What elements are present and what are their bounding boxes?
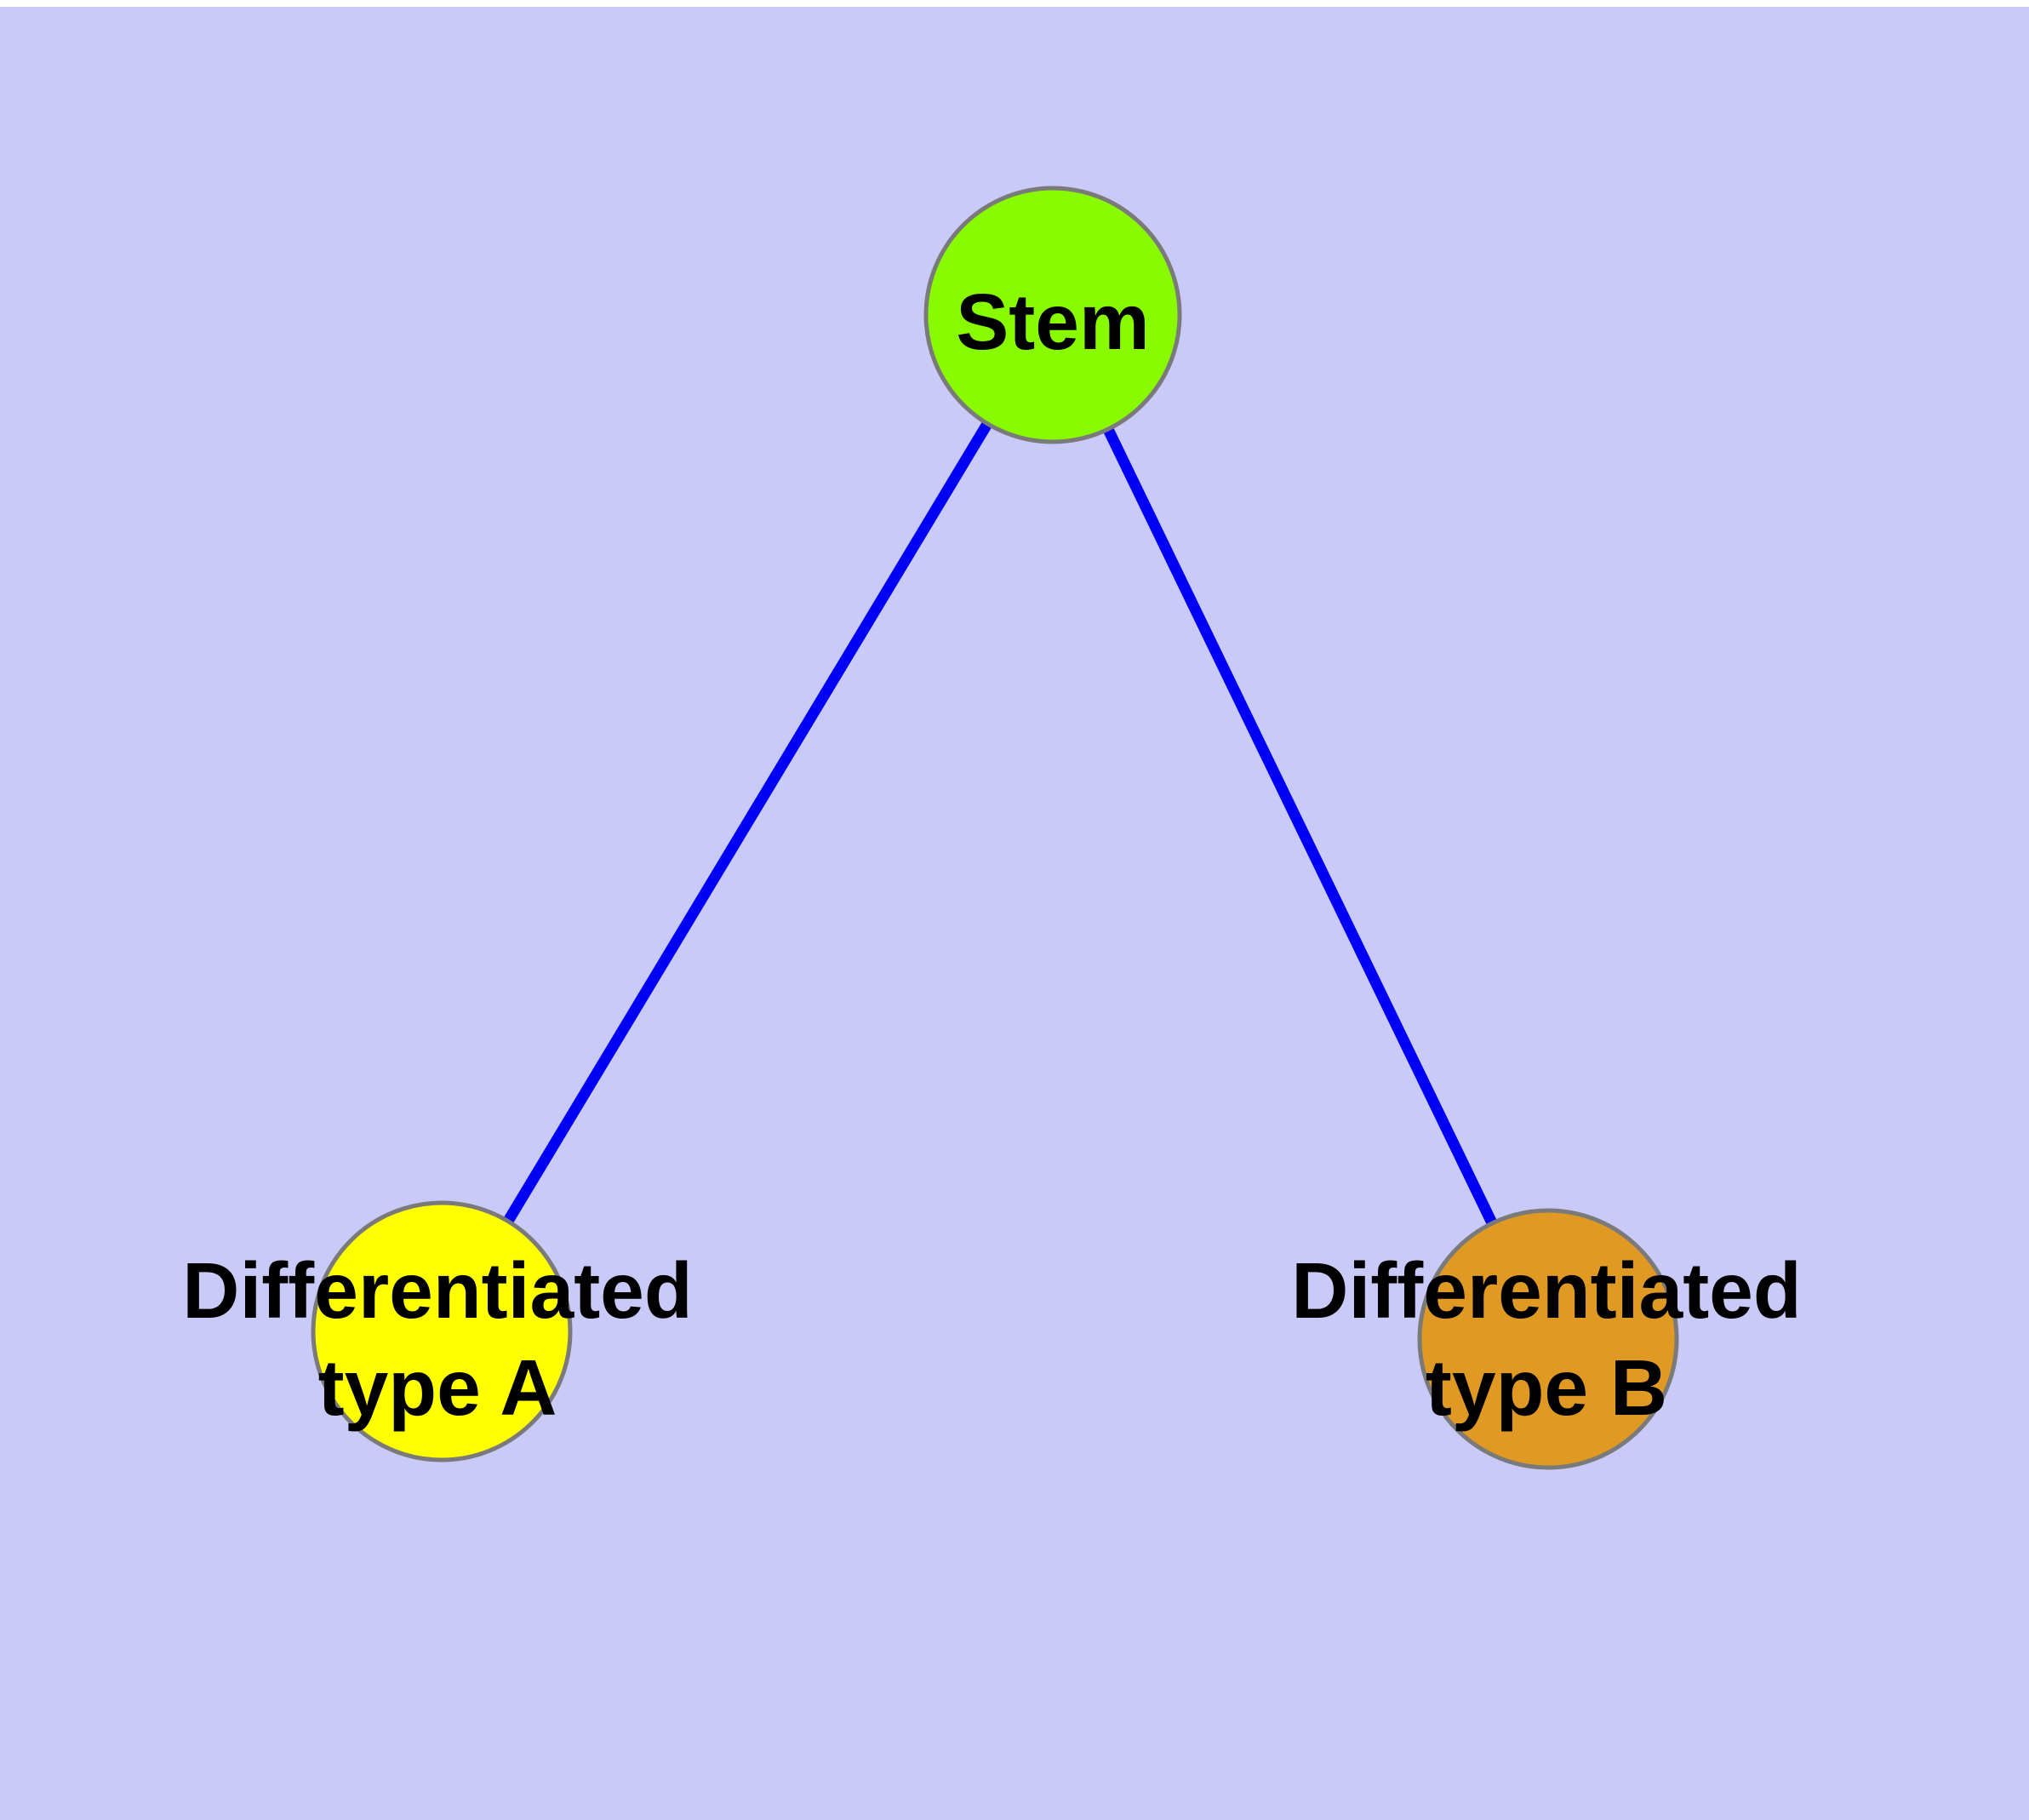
type-b-node-circle[interactable] <box>1417 1208 1679 1470</box>
diagram-canvas: Stem Differentiated type A Differentiate… <box>0 7 2029 1820</box>
top-margin-strip <box>0 0 2029 7</box>
type-a-node-label-line2: type A <box>318 1343 557 1432</box>
node-stem[interactable]: Stem <box>923 186 1182 444</box>
edge-stem-to-type-a <box>437 312 1058 1335</box>
type-b-node-label-line1: Differentiated <box>1291 1246 1801 1335</box>
node-differentiated-type-b[interactable]: Differentiated type B <box>1291 1208 1802 1470</box>
type-a-node-circle[interactable] <box>311 1200 573 1462</box>
type-b-node-label-line2: type B <box>1426 1343 1667 1432</box>
type-a-node-label-line1: Differentiated <box>182 1246 692 1335</box>
edge-stem-to-type-b <box>1048 312 1553 1342</box>
stem-node-circle[interactable] <box>923 186 1182 444</box>
edge-group <box>437 312 1553 1342</box>
stem-node-label: Stem <box>956 278 1149 366</box>
graph-svg: Stem Differentiated type A Differentiate… <box>0 7 2029 1820</box>
node-differentiated-type-a[interactable]: Differentiated type A <box>182 1200 693 1462</box>
